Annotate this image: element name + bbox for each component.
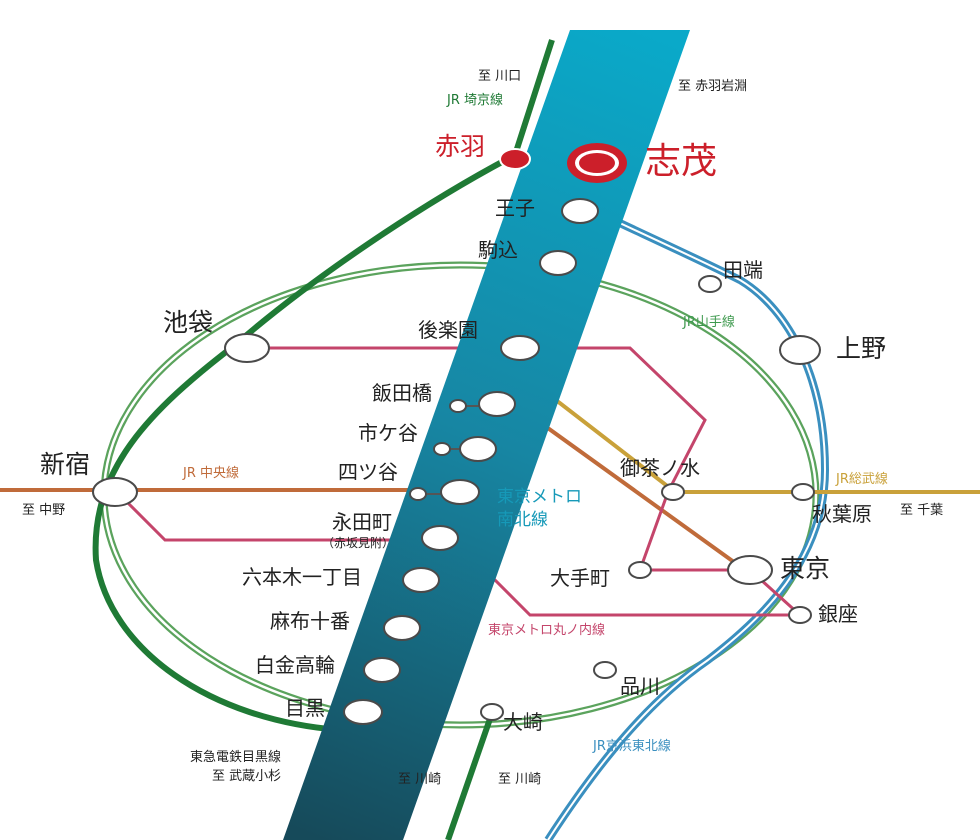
station-marker-shimo[interactable] <box>567 143 627 183</box>
station-marker-akihabara[interactable] <box>791 483 815 501</box>
keihin-tohoku-inner <box>528 39 827 840</box>
station-marker-akabane[interactable] <box>499 148 531 170</box>
station-marker-azabu[interactable] <box>383 615 421 641</box>
saikyo-line <box>92 39 555 733</box>
station-marker-nagatacho[interactable] <box>421 525 459 551</box>
station-marker-shinjuku[interactable] <box>92 477 138 507</box>
station-marker-shirokane[interactable] <box>363 657 401 683</box>
station-marker-iidabashi-jr[interactable] <box>449 399 467 413</box>
station-markers <box>92 198 821 725</box>
saikyo-south-line <box>445 712 495 840</box>
station-marker-ichigaya-jr[interactable] <box>433 442 451 456</box>
station-marker-ginza[interactable] <box>788 606 812 624</box>
station-marker-korakuen[interactable] <box>500 335 540 361</box>
station-marker-yotsuya-jr[interactable] <box>409 487 427 501</box>
station-marker-komagome[interactable] <box>539 250 577 276</box>
station-marker-otemachi[interactable] <box>628 561 652 579</box>
station-marker-shinagawa[interactable] <box>593 661 617 679</box>
station-marker-ikebukuro[interactable] <box>224 333 270 363</box>
nanboku-line <box>283 30 690 840</box>
station-marker-osaki[interactable] <box>480 703 504 721</box>
station-marker-tokyo[interactable] <box>727 555 773 585</box>
station-marker-iidabashi[interactable] <box>478 391 516 417</box>
station-marker-ochanomizu[interactable] <box>661 483 685 501</box>
station-marker-ichigaya[interactable] <box>459 436 497 462</box>
station-marker-oji[interactable] <box>561 198 599 224</box>
station-marker-tabata[interactable] <box>698 275 722 293</box>
station-marker-meguro[interactable] <box>343 699 383 725</box>
station-marker-ueno[interactable] <box>779 335 821 365</box>
station-marker-yotsuya[interactable] <box>440 479 480 505</box>
station-marker-roppongi[interactable] <box>402 567 440 593</box>
